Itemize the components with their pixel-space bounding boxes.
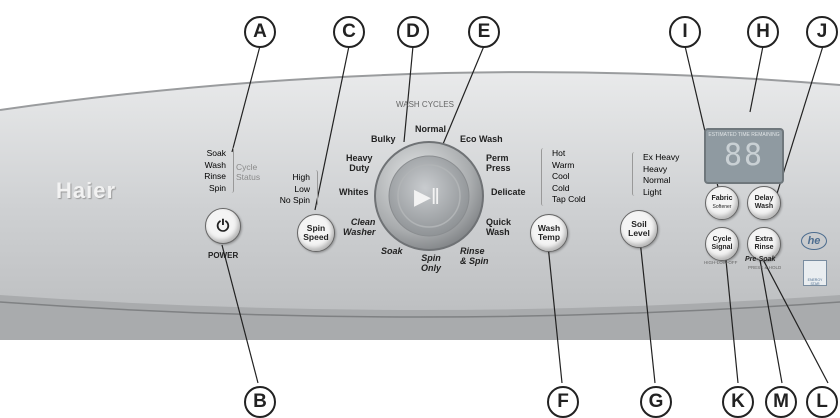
soil-heavy: Heavy (643, 164, 679, 176)
soil-level-options: Ex Heavy Heavy Normal Light (643, 152, 679, 198)
soil-normal: Normal (643, 175, 679, 187)
extra-rinse-sub: PRESS & HOLD (748, 265, 781, 270)
spin-none: No Spin (272, 195, 310, 207)
callout-g: G (640, 386, 672, 418)
status-rinse: Rinse (198, 171, 226, 183)
cycle-delicate: Delicate (491, 187, 526, 197)
cycle-status-list: Soak Wash Rinse Spin (198, 148, 226, 194)
pre-soak-label: Pre-Soak (745, 256, 775, 263)
spin-high: High (272, 172, 310, 184)
he-logo: he (801, 232, 827, 250)
callout-c: C (333, 16, 365, 48)
temp-cold: Cold (552, 183, 586, 195)
temp-warm: Warm (552, 160, 586, 172)
cycle-signal-sub: HIGH-LOW-OFF (704, 260, 737, 265)
wash-cycles-heading: WASH CYCLES (396, 100, 454, 109)
brand-logo: Haier (56, 178, 116, 204)
power-label: POWER (208, 251, 238, 260)
temp-tap-cold: Tap Cold (552, 194, 586, 206)
callout-h: H (747, 16, 779, 48)
start-pause-icon[interactable]: ▶‖ (414, 184, 440, 210)
display-digits: 88 (706, 138, 782, 174)
soil-light: Light (643, 187, 679, 199)
callout-j: J (806, 16, 838, 48)
status-soak: Soak (198, 148, 226, 160)
spin-speed-options: High Low No Spin (272, 172, 310, 207)
callout-i: I (669, 16, 701, 48)
power-icon: ⏻ (217, 222, 230, 231)
temp-leds (541, 148, 546, 206)
energy-star-logo: ENERGY STAR (803, 260, 827, 286)
spin-low: Low (272, 184, 310, 196)
callout-b: B (244, 386, 276, 418)
cycle-whites: Whites (339, 187, 369, 197)
callout-k: K (722, 386, 754, 418)
time-display: ESTIMATED TIME REMAINING 88 (704, 128, 784, 184)
callout-d: D (397, 16, 429, 48)
callout-e: E (468, 16, 500, 48)
callout-f: F (547, 386, 579, 418)
callout-l: L (806, 386, 838, 418)
power-button[interactable]: ⏻ (205, 208, 241, 244)
soil-ex-heavy: Ex Heavy (643, 152, 679, 164)
temp-cool: Cool (552, 171, 586, 183)
status-leds (229, 147, 234, 193)
wash-temp-options: Hot Warm Cool Cold Tap Cold (552, 148, 586, 206)
cycle-normal: Normal (415, 124, 446, 134)
callout-m: M (765, 386, 797, 418)
callout-a: A (244, 16, 276, 48)
soil-leds (632, 152, 637, 196)
status-spin: Spin (198, 183, 226, 195)
status-wash: Wash (198, 160, 226, 172)
temp-hot: Hot (552, 148, 586, 160)
spin-leds (313, 170, 318, 206)
